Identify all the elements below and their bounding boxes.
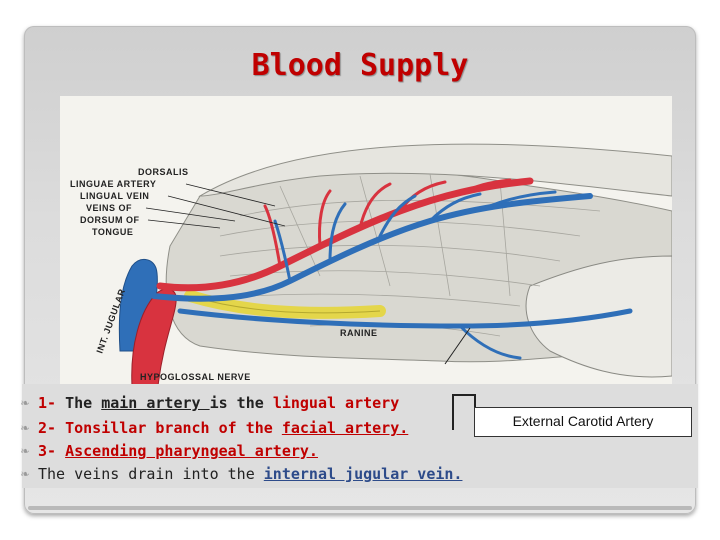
bullet-marker-icon: ❧	[20, 395, 30, 411]
bullet-4: ❧ The veins drain into the internal jugu…	[21, 463, 463, 485]
slide-footer-line	[28, 506, 692, 510]
label-ranine: RANINE	[340, 328, 378, 338]
label-hypoglossal-nerve: HYPOGLOSSAL NERVE	[140, 372, 251, 382]
bullet-3-part-2: Ascending pharyngeal artery.	[65, 442, 318, 460]
anatomy-illustration: DORSALIS LINGUAE ARTERY LINGUAL VEIN VEI…	[60, 96, 672, 386]
ranine-vein	[177, 308, 633, 329]
label-lingual-vein: LINGUAL VEIN	[80, 191, 149, 201]
tongue-blood-supply-diagram: DORSALIS LINGUAE ARTERY LINGUAL VEIN VEI…	[70, 143, 672, 386]
slide-title: Blood Supply	[251, 48, 469, 83]
bullet-3-part-1: 3-	[38, 442, 66, 460]
bullet-1-part-2: The	[65, 394, 102, 412]
bullet-2: ❧ 2- Tonsillar branch of the facial arte…	[21, 417, 409, 439]
bullet-2-part-2: facial artery.	[281, 419, 409, 437]
bullet-4-part-2: internal jugular vein.	[263, 465, 463, 483]
bullet-1-part-3: main artery	[101, 394, 210, 412]
bullet-1: ❧ 1- The main artery is the lingual arte…	[21, 392, 400, 414]
label-dorsum-of: DORSUM OF	[80, 215, 140, 225]
bullet-marker-icon: ❧	[20, 466, 30, 482]
lingual-vein	[151, 193, 593, 302]
bullet-2-part-1: 2- Tonsillar branch of the	[38, 419, 282, 437]
callout-bracket	[452, 394, 476, 430]
label-dorsalis: DORSALIS	[138, 167, 189, 177]
dorsal-artery-branches	[263, 178, 512, 268]
bullet-1-part-4: is the	[209, 394, 273, 412]
label-tongue: TONGUE	[92, 227, 133, 237]
dorsal-vein-branches	[273, 190, 557, 360]
bullet-marker-icon: ❧	[20, 420, 30, 436]
bullet-marker-icon: ❧	[20, 443, 30, 459]
bullet-3: ❧ 3- Ascending pharyngeal artery.	[21, 440, 318, 462]
tongue-upper-surface	[198, 143, 672, 197]
label-lingual-artery: LINGUAE ARTERY	[70, 179, 156, 189]
label-veins-of: VEINS OF	[86, 203, 132, 213]
external-carotid-callout: External Carotid Artery	[474, 407, 692, 437]
bullet-4-part-1: The veins drain into the	[38, 465, 264, 483]
bullet-1-part-5: lingual artery	[272, 394, 400, 412]
bullet-1-part-1: 1-	[38, 394, 66, 412]
